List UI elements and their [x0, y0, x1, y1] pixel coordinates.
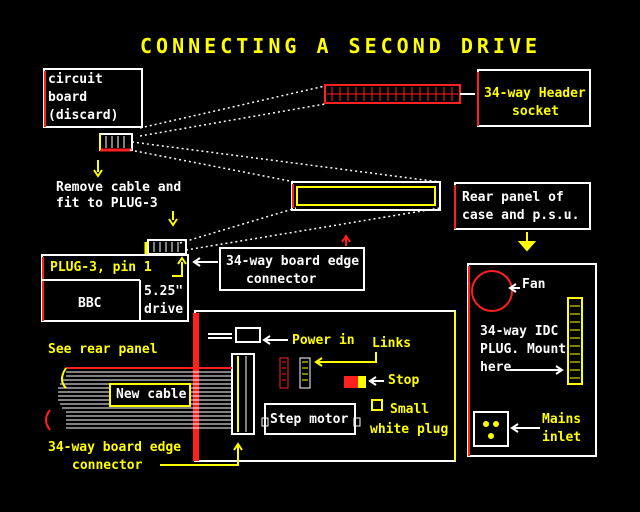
- board-connector: [99, 133, 133, 152]
- step-motor-label: Step motor: [270, 412, 349, 427]
- idc-plug-label-1: 34-way IDC: [480, 324, 559, 339]
- idc-plug-strip: [567, 297, 583, 385]
- circuit-board-label-3: (discard): [48, 108, 119, 123]
- circuit-board-label-2: board: [48, 90, 88, 105]
- fan-icon: [471, 270, 513, 312]
- links-block: [279, 357, 311, 389]
- small-white-plug-label-1: Small: [390, 402, 430, 417]
- mains-inlet-label-2: inlet: [542, 430, 582, 445]
- rear-panel-box: [467, 263, 597, 457]
- ribbon-connector-middle: [291, 181, 441, 211]
- header-socket-label-1: 34-way Header: [484, 86, 586, 101]
- new-cable-label-box: [109, 383, 191, 407]
- rear-panel-note-2: case and p.s.u.: [462, 208, 580, 223]
- circuit-board-label-1: circuit: [48, 72, 103, 87]
- dotted-guide-lines: [129, 85, 441, 251]
- see-rear-panel-label: See rear panel: [48, 342, 158, 357]
- step-motor: [264, 403, 356, 435]
- new-cable-label: New cable: [116, 387, 187, 402]
- links-label: Links: [372, 336, 412, 351]
- drive-label-1: 5.25": [144, 284, 184, 299]
- circuit-board-box: [43, 68, 143, 128]
- small-white-plug-label-2: white plug: [370, 422, 449, 437]
- remove-cable-label-2: fit to PLUG-3: [56, 196, 158, 211]
- idc-plug-label-3: here: [480, 360, 512, 375]
- power-connector: [235, 327, 261, 343]
- stop-block: [344, 376, 358, 388]
- drive-box: [193, 310, 456, 462]
- bbc-box: [41, 254, 189, 322]
- edge-connector-top-1: 34-way board edge: [226, 254, 360, 269]
- bbc-label: BBC: [78, 296, 102, 311]
- idc-plug-label-2: PLUG. Mount: [480, 342, 567, 357]
- rear-panel-note-1: Rear panel of: [462, 190, 564, 205]
- power-in-label: Power in: [292, 333, 355, 348]
- edge-connector-top-box: [219, 247, 365, 291]
- edge-connector-bottom-1: 34-way board edge: [48, 440, 182, 455]
- mains-inlet-icon: [473, 411, 509, 447]
- plug3-pin-label: PLUG-3, pin 1: [50, 260, 152, 275]
- edge-connector-top-2: connector: [246, 272, 317, 287]
- drive-label-2: drive: [144, 302, 184, 317]
- header-socket-label-2: socket: [512, 104, 559, 119]
- mains-inlet-label-1: Mains: [542, 412, 582, 427]
- header-socket: [324, 84, 475, 104]
- diagram-title: CONNECTING A SECOND DRIVE: [140, 34, 542, 58]
- edge-connector-bottom-2: connector: [72, 458, 143, 473]
- fan-label: Fan: [522, 277, 546, 292]
- remove-cable-label-1: Remove cable and: [56, 180, 182, 195]
- small-white-plug: [371, 399, 383, 411]
- stop-label: Stop: [388, 373, 420, 388]
